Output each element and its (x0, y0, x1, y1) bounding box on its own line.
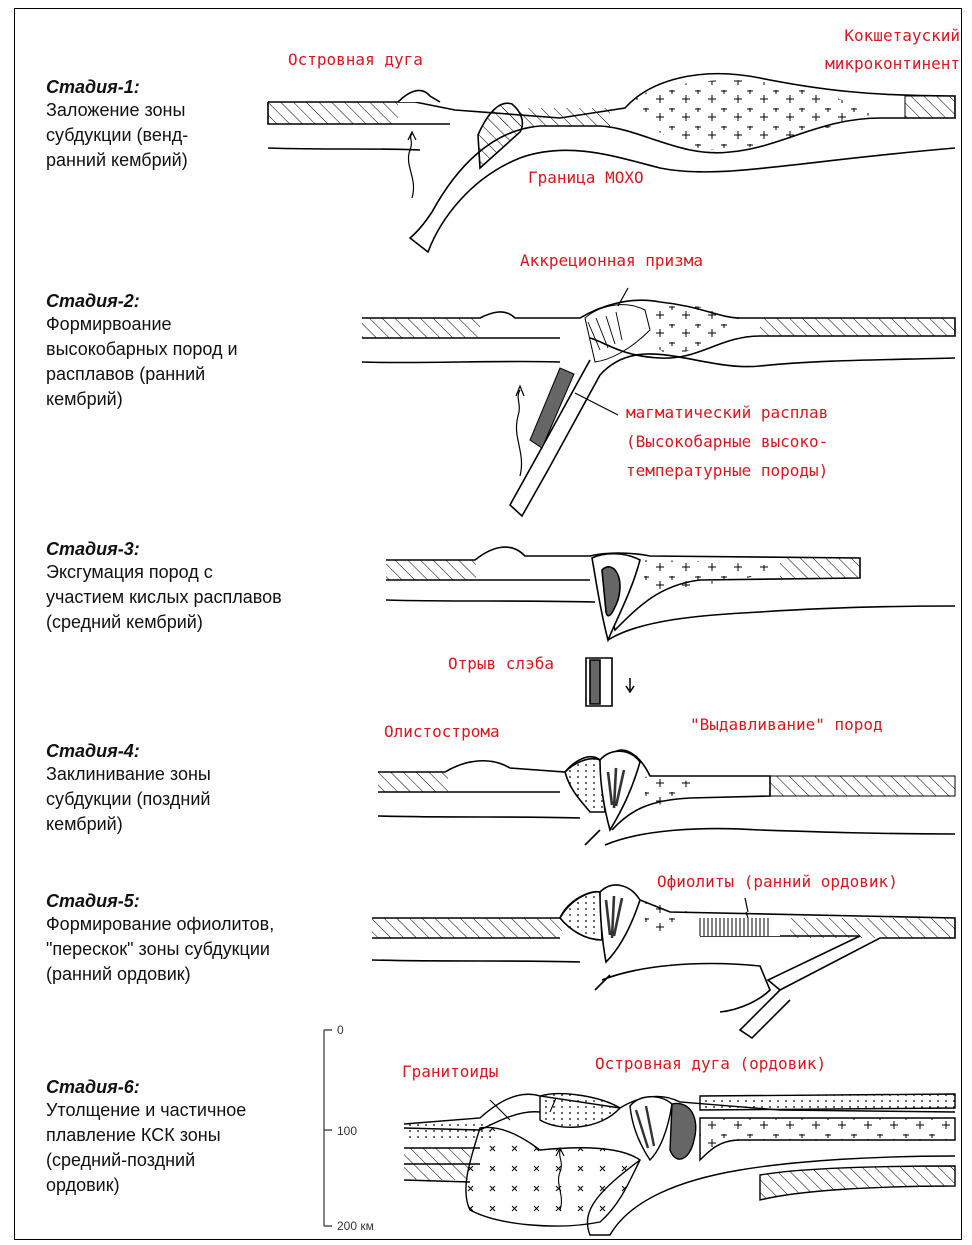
stage-6-section (404, 1094, 955, 1235)
label-kokshetau-microcontinent: Кокшетауский микроконтинент (790, 22, 960, 78)
stage-1-title: Стадия-1: (46, 76, 346, 98)
stage-5-caption: Стадия-5: Формирование офиолитов, "перес… (46, 890, 346, 987)
stage-5-title: Стадия-5: (46, 890, 346, 912)
stage-5-desc: Формирование офиолитов, "перескок" зоны … (46, 912, 346, 987)
label-moho-boundary: Граница МОХО (528, 164, 644, 191)
label-granitoids: Гранитоиды (402, 1058, 498, 1085)
label-magmatic-melt: магматический расплав (Высокобарные высо… (626, 398, 828, 485)
stage-6-title: Стадия-6: (46, 1076, 346, 1098)
label-island-arc: Островная дуга (288, 46, 423, 73)
stage-1-desc: Заложение зоны субдукции (венд- ранний к… (46, 98, 346, 173)
stage-5-section (372, 885, 955, 1038)
stage-2-caption: Стадия-2: Формирвоание высокобарных поро… (46, 290, 346, 412)
stage-3-desc: Эксгумация пород с участием кислых распл… (46, 560, 346, 635)
label-rock-extrusion: "Выдавливание" пород (690, 711, 883, 738)
label-olistostrome: Олистострома (384, 718, 500, 745)
scale-tick-200: 200 км (337, 1219, 374, 1233)
scale-tick-100: 100 (337, 1124, 357, 1138)
stage-3-caption: Стадия-3: Эксгумация пород с участием ки… (46, 538, 346, 635)
label-ophiolites: Офиолиты (ранний ордовик) (657, 868, 898, 895)
stage-2-title: Стадия-2: (46, 290, 346, 312)
stage-1-caption: Стадия-1: Заложение зоны субдукции (венд… (46, 76, 346, 173)
label-slab-breakoff: Отрыв слэба (448, 650, 554, 677)
stage-4-caption: Стадия-4: Заклинивание зоны субдукции (п… (46, 740, 346, 837)
stage-3-section (386, 547, 955, 706)
scale-tick-0: 0 (337, 1023, 344, 1037)
stage-4-section (378, 750, 955, 845)
stage-2-desc: Формирвоание высокобарных пород и распла… (46, 312, 346, 412)
label-island-arc-ordovician: Островная дуга (ордовик) (595, 1050, 826, 1077)
stage-4-desc: Заклинивание зоны субдукции (поздний кем… (46, 762, 346, 837)
stage-6-caption: Стадия-6: Утолщение и частичное плавлени… (46, 1076, 346, 1198)
stage-4-title: Стадия-4: (46, 740, 346, 762)
label-accretion-prism: Аккреционная призма (520, 247, 703, 274)
stage-6-desc: Утолщение и частичное плавление КСК зоны… (46, 1098, 346, 1198)
stage-3-title: Стадия-3: (46, 538, 346, 560)
stage-1-section (268, 74, 955, 252)
